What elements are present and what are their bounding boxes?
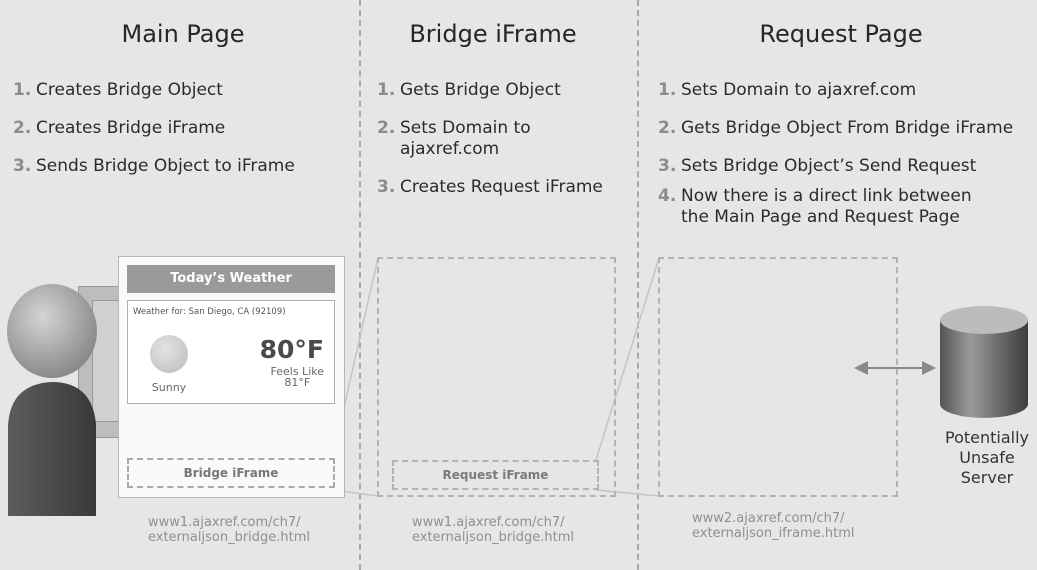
bridge-iframe-url: www1.ajaxref.com/ch7/ externaljson_bridg…: [412, 515, 574, 545]
weather-condition: Sunny: [151, 381, 187, 394]
url-line: externaljson_bridge.html: [148, 530, 311, 545]
step-number: 2.: [658, 118, 677, 138]
user-icon: [7, 284, 97, 516]
weather-location: Weather for: San Diego, CA (92109): [133, 307, 286, 317]
step-text: Creates Bridge Object: [36, 80, 223, 100]
weather-temperature: 80°F: [259, 335, 324, 364]
main-page-url: www1.ajaxref.com/ch7/ externaljson_bridg…: [148, 515, 310, 545]
step-text: Sends Bridge Object to iFrame: [36, 156, 295, 176]
column-title-request-page: Request Page: [759, 20, 923, 48]
step-number: 3.: [377, 177, 396, 197]
list-item: 2.Creates Bridge iFrame: [13, 118, 343, 139]
step-number: 2.: [13, 118, 32, 138]
feels-like-value: 81°F: [284, 376, 311, 389]
double-arrow-icon: [854, 361, 936, 375]
list-item: 3.Sends Bridge Object to iFrame: [13, 156, 343, 177]
database-server-icon: [940, 306, 1028, 418]
weather-feels-like: Feels Like 81°F: [271, 366, 324, 388]
step-text: Sets Bridge Object’s Send Request: [681, 156, 977, 176]
step-text: Sets Domain to ajaxref.com: [681, 80, 917, 100]
server-label: Potentially Unsafe Server: [932, 428, 1037, 488]
url-line: www1.ajaxref.com/ch7/: [148, 515, 301, 530]
step-text: Creates Bridge iFrame: [36, 118, 226, 138]
step-number: 3.: [13, 156, 32, 176]
bridge-iframe-frame: [377, 257, 616, 497]
step-number: 3.: [658, 156, 677, 176]
column-divider-right: [637, 0, 639, 570]
step-number: 4.: [658, 186, 677, 206]
list-item: 1.Sets Domain to ajaxref.com: [658, 80, 1033, 101]
step-number: 2.: [377, 118, 396, 138]
column-divider-left: [359, 0, 361, 570]
step-text: Sets Domain to ajaxref.com: [400, 118, 531, 159]
list-item: 1.Creates Bridge Object: [13, 80, 343, 101]
server-label-line: Server: [960, 468, 1014, 487]
step-number: 1.: [377, 80, 396, 100]
main-page-steps: 1.Creates Bridge Object 2.Creates Bridge…: [13, 80, 343, 194]
list-item: 3.Creates Request iFrame: [377, 177, 622, 198]
request-iframe-box: Request iFrame: [392, 460, 599, 490]
url-line: www1.ajaxref.com/ch7/: [412, 515, 565, 530]
list-item: 3.Sets Bridge Object’s Send Request: [658, 156, 1033, 177]
request-page-url: www2.ajaxref.com/ch7/ externaljson_ifram…: [692, 511, 854, 541]
weather-panel: Weather for: San Diego, CA (92109) Sunny…: [127, 300, 335, 404]
bridge-iframe-steps: 1.Gets Bridge Object 2.Sets Domain to aj…: [377, 80, 622, 215]
main-page-browser: Today’s Weather Weather for: San Diego, …: [118, 256, 345, 498]
bridge-iframe-box: Bridge iFrame: [127, 458, 335, 488]
url-line: externaljson_bridge.html: [412, 530, 575, 545]
url-line: www2.ajaxref.com/ch7/: [692, 511, 845, 526]
weather-header: Today’s Weather: [127, 265, 335, 293]
request-page-frame: [658, 257, 898, 497]
request-page-steps: 1.Sets Domain to ajaxref.com 2.Gets Brid…: [658, 80, 1033, 245]
column-title-bridge-iframe: Bridge iFrame: [409, 20, 577, 48]
url-line: externaljson_iframe.html: [692, 526, 855, 541]
step-text: Creates Request iFrame: [400, 177, 603, 197]
step-number: 1.: [658, 80, 677, 100]
feels-like-label: Feels Like: [270, 365, 324, 378]
step-text: Now there is a direct link between the M…: [681, 186, 972, 227]
step-number: 1.: [13, 80, 32, 100]
server-label-line: Unsafe: [959, 448, 1015, 467]
list-item: 2.Gets Bridge Object From Bridge iFrame: [658, 118, 1033, 139]
step-text: Gets Bridge Object: [400, 80, 561, 100]
column-title-main-page: Main Page: [121, 20, 245, 48]
step-text: Gets Bridge Object From Bridge iFrame: [681, 118, 1014, 138]
list-item: 1.Gets Bridge Object: [377, 80, 622, 101]
list-item: 4.Now there is a direct link between the…: [658, 186, 1003, 228]
server-label-line: Potentially: [944, 428, 1029, 447]
list-item: 2.Sets Domain to ajaxref.com: [377, 118, 567, 160]
sun-icon: [150, 335, 188, 373]
